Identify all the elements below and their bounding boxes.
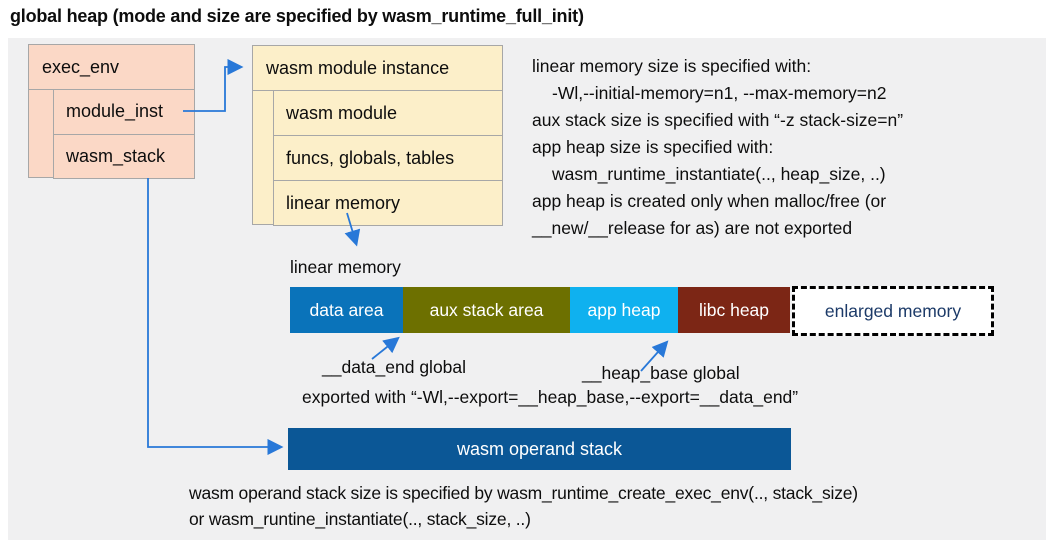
wasm-operand-stack-bar: wasm operand stack [288, 428, 791, 470]
exec-env-title: exec_env [29, 45, 194, 90]
segment-data-area: data area [290, 287, 403, 333]
note-line: wasm operand stack size is specified by … [189, 483, 858, 503]
note-line: or wasm_runtine_instantiate(.., stack_si… [189, 509, 531, 529]
linear-memory-label: linear memory [290, 257, 401, 277]
exec-env-row-wasm-stack: wasm_stack [53, 134, 195, 179]
memory-size-notes: linear memory size is specified with: -W… [532, 53, 903, 242]
note-line: -Wl,--initial-memory=n1, --max-memory=n2 [552, 83, 887, 103]
note-line: aux stack size is specified with “-z sta… [532, 110, 904, 130]
note-line: __new/__release for as) are not exported [532, 218, 853, 238]
segment-aux-stack-area: aux stack area [403, 287, 570, 333]
note-line: linear memory size is specified with: [532, 56, 812, 76]
operand-stack-notes: wasm operand stack size is specified by … [189, 480, 858, 532]
exec-env-row-module-inst: module_inst [53, 90, 195, 135]
data-end-global-label: __data_end global [322, 357, 467, 377]
exported-with-label: exported with “-Wl,--export=__heap_base,… [302, 387, 799, 407]
note-line: app heap is created only when malloc/fre… [532, 191, 887, 211]
module-instance-row-wasm-module: wasm module [273, 91, 503, 136]
segment-enlarged-memory: enlarged memory [792, 286, 994, 336]
module-instance-title: wasm module instance [253, 46, 502, 91]
note-line: app heap size is specified with: [532, 137, 774, 157]
module-instance-row-linear-memory: linear memory [273, 181, 503, 226]
segment-app-heap: app heap [570, 287, 678, 333]
exec-env-box: exec_env module_inst wasm_stack [28, 44, 195, 179]
linear-memory-bar: data area aux stack area app heap libc h… [290, 287, 790, 333]
module-instance-box: wasm module instance wasm module funcs, … [252, 45, 503, 226]
note-line: wasm_runtime_instantiate(.., heap_size, … [552, 164, 886, 184]
page-title: global heap (mode and size are specified… [10, 6, 584, 26]
heap-base-global-label: __heap_base global [582, 363, 740, 383]
module-instance-rows: wasm module funcs, globals, tables linea… [273, 91, 503, 226]
module-instance-row-funcs-globals-tables: funcs, globals, tables [273, 136, 503, 181]
exec-env-rows: module_inst wasm_stack [53, 90, 195, 179]
segment-libc-heap: libc heap [678, 287, 790, 333]
